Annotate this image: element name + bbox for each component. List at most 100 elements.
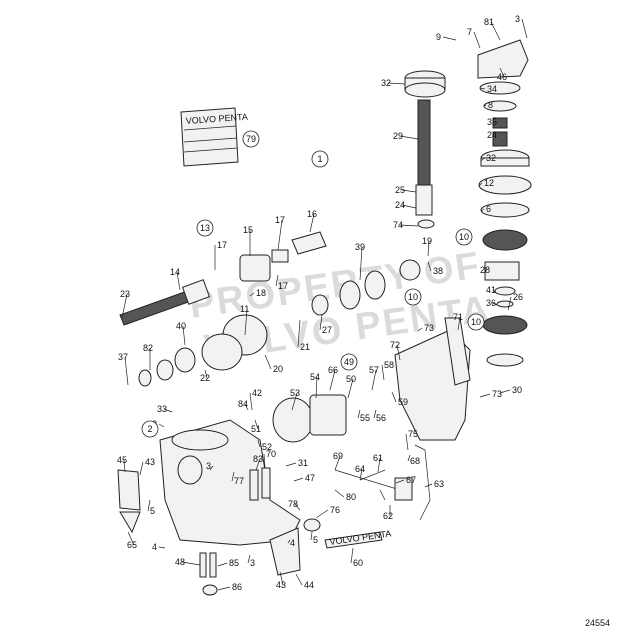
gear-housing <box>159 419 301 546</box>
callout-leader <box>287 539 291 544</box>
callout-label: 77 <box>234 476 244 486</box>
callout-leader <box>399 224 419 227</box>
callout-label: 44 <box>304 580 314 590</box>
callout-14: 14 <box>170 267 181 291</box>
callout-label: 31 <box>298 458 308 468</box>
callout-leader <box>181 561 201 566</box>
callout-5: 5 <box>147 499 155 516</box>
callout-19: 19 <box>422 236 432 257</box>
callout-label: 5 <box>313 535 318 545</box>
drawing-number: 24554 <box>585 618 610 628</box>
callout-26: 26 <box>507 292 523 311</box>
callout-leader <box>399 135 419 140</box>
callout-label: 10 <box>408 292 418 302</box>
callout-leader <box>334 489 345 498</box>
callout-label: 64 <box>355 464 365 474</box>
callout-31: 31 <box>285 458 308 468</box>
callout-circle <box>467 313 485 331</box>
callout-64: 64 <box>355 464 365 481</box>
callout-21: 21 <box>297 319 310 352</box>
callout-leader <box>275 274 279 287</box>
callout-leader <box>473 31 481 49</box>
callout-label: 19 <box>422 236 432 246</box>
callout-68: 68 <box>407 454 420 466</box>
callout-label: 63 <box>434 479 444 489</box>
callout-40: 40 <box>176 321 186 346</box>
callout-32: 32 <box>480 153 496 163</box>
callout-leader <box>139 461 144 476</box>
callout-76: 76 <box>315 505 340 519</box>
callout-50: 50 <box>346 374 356 399</box>
callout-leader <box>254 419 259 430</box>
callout-10: 10 <box>455 228 473 246</box>
callout-label: 58 <box>384 360 394 370</box>
callout-label: 34 <box>487 84 497 94</box>
callout-55: 55 <box>357 409 370 423</box>
callout-82: 82 <box>143 343 153 370</box>
callout-label: 62 <box>383 511 393 521</box>
callout-leader <box>279 571 284 586</box>
callout-label: 42 <box>252 388 262 398</box>
callout-label: 39 <box>355 242 365 252</box>
callout-leader <box>478 182 483 187</box>
callout-label: 14 <box>170 267 180 277</box>
callout-label: 16 <box>307 209 317 219</box>
callout-leader <box>255 458 261 471</box>
callout-label: 70 <box>266 449 276 459</box>
callout-4: 4 <box>152 542 166 552</box>
callout-leader <box>507 296 512 311</box>
callout-label: 84 <box>238 399 248 409</box>
callout-15: 15 <box>243 225 253 256</box>
callout-leader <box>381 364 385 381</box>
callout-leader <box>424 483 433 488</box>
callout-leader <box>377 457 381 473</box>
callout-leader <box>407 454 411 462</box>
callout-label: 85 <box>229 558 239 568</box>
callout-label: 20 <box>273 364 283 374</box>
callout-label: 26 <box>513 292 523 302</box>
callout-leader <box>315 509 329 519</box>
callout-label: 75 <box>408 429 418 439</box>
callout-leader <box>263 453 266 469</box>
callout-label: 29 <box>393 131 403 141</box>
callout-label: 32 <box>381 78 391 88</box>
callout-leader <box>329 369 336 391</box>
callout-30: 30 <box>499 385 522 395</box>
callout-leader <box>427 240 430 257</box>
callout-label: 17 <box>275 215 285 225</box>
callout-leader <box>480 157 485 162</box>
callout-label: 23 <box>120 289 130 299</box>
callout-leader <box>359 246 363 281</box>
callout-35: 35 <box>487 117 497 127</box>
callout-27: 27 <box>319 314 332 335</box>
callout-label: 76 <box>330 505 340 515</box>
callout-circle <box>141 420 159 438</box>
callout-52: 52 <box>257 439 272 452</box>
callout-label: 46 <box>497 72 507 82</box>
callout-56: 56 <box>373 409 386 423</box>
callout-label: 4 <box>290 538 295 548</box>
callout-label: 11 <box>240 304 249 314</box>
callout-label: 52 <box>262 442 272 452</box>
callout-10: 10 <box>467 313 485 331</box>
callout-leader <box>244 308 248 336</box>
callout-label: 22 <box>200 373 210 383</box>
callout-34: 34 <box>479 84 497 94</box>
callout-7: 7 <box>467 27 481 49</box>
callout-label: 45 <box>117 455 127 465</box>
callout-label: 24 <box>487 130 497 140</box>
callout-label: 47 <box>305 473 315 483</box>
callout-label: 69 <box>333 451 343 461</box>
callout-label: 32 <box>486 153 496 163</box>
callout-leader <box>217 586 231 591</box>
callout-37: 37 <box>118 352 129 386</box>
callout-label: 83 <box>253 454 263 464</box>
callout-45: 45 <box>117 455 127 473</box>
input-shaft-assembly <box>119 231 421 387</box>
callout-23: 23 <box>120 289 130 319</box>
callout-leader <box>182 325 186 346</box>
manual-book: VOLVO PENTA <box>180 107 248 167</box>
shift-cover <box>394 317 471 441</box>
callout-circle <box>196 219 214 237</box>
output-flange <box>272 394 347 443</box>
